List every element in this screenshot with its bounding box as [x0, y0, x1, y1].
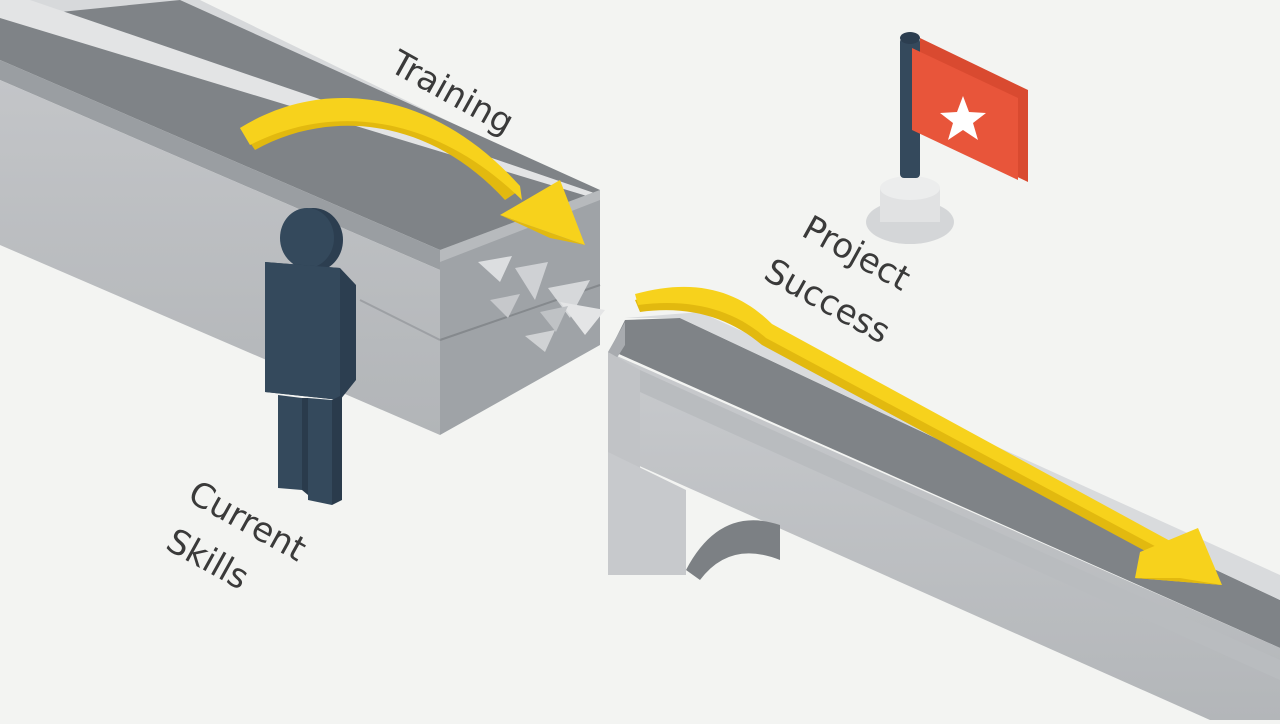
- star-icon: [940, 96, 986, 140]
- person-icon: [265, 208, 356, 505]
- training-arrow: [240, 97, 585, 245]
- right-bridge: [608, 312, 1280, 720]
- success-arrow: [635, 286, 1222, 585]
- flag-icon: [866, 32, 1028, 244]
- rubble-fragments: [478, 256, 605, 352]
